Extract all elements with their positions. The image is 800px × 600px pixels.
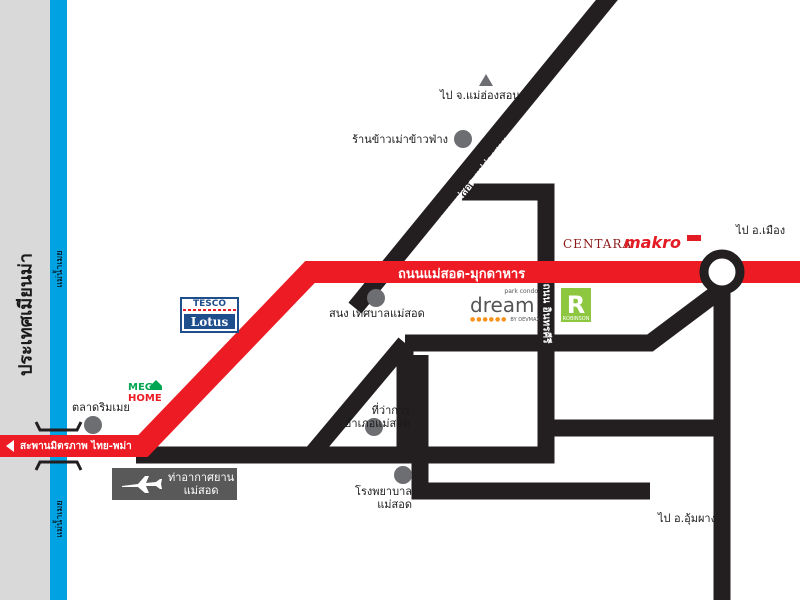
highway-label: ถนนแม่สอด-มุกดาหาร (398, 267, 526, 282)
market-dot (84, 416, 102, 434)
airplane-icon (122, 476, 162, 493)
mega-label: MEGA (128, 382, 161, 393)
dream-by-label: BY DEVMAX (510, 316, 540, 323)
makro-logo: makro (624, 233, 681, 252)
home-label: HOME (128, 393, 162, 404)
border-strip (0, 0, 50, 600)
dream-label: dream (470, 293, 535, 317)
road-loop (420, 183, 555, 464)
river-label-bottom: แม่น้ำเมย (55, 500, 65, 538)
centara-logo: CENTARA (563, 237, 633, 251)
municipality-dot (367, 289, 385, 307)
direction-east: ไป อ.เมือง (736, 224, 786, 237)
market-label: ตลาดริมเมย (72, 401, 130, 414)
west-arrow-icon (6, 440, 14, 452)
highway (0, 261, 800, 457)
tesco-label: TESCO (192, 299, 227, 309)
dream-small-label: park condo (504, 288, 538, 295)
robinson-logo-box (561, 288, 591, 322)
airport-label: ท่าอากาศยาน แม่สอด (168, 471, 235, 498)
dream-dots: ●●●●●● (470, 316, 508, 323)
district-office-dot (365, 418, 383, 436)
road-east-ne (405, 282, 728, 352)
road-maehongson (348, 0, 618, 314)
restaurant-label: ร้านข้าวเม่าข้าวฟ่าง (352, 133, 448, 146)
municipality-label: สนง เทศบาลแม่สอด (329, 307, 425, 320)
makro-badge (687, 235, 701, 241)
bridge-label: สะพานมิตรภาพ ไทย-พม่า (20, 441, 132, 452)
mega-home-logo: MEGA HOME (128, 382, 162, 404)
direction-south: ไป อ.อุ้มผาง (658, 512, 716, 525)
lotus-label: Lotus (190, 315, 229, 329)
house-icon (150, 380, 162, 390)
dream-logo: park condo dream ●●●●●● BY DEVMAX (470, 288, 552, 323)
roads (136, 0, 731, 600)
restaurant-dot (454, 130, 472, 148)
bridge-marks (34, 421, 83, 471)
highway-road (0, 261, 800, 457)
direction-north: ไป จ.แม่ฮ่องสอน (440, 89, 520, 102)
road-diag-center (304, 337, 412, 461)
road-inner (411, 355, 650, 500)
district-office-label: ที่ว่าการ อำเภอแม่สอด (344, 404, 410, 431)
tesco-lotus-logo: TESCO Lotus (181, 299, 238, 331)
hospital-label: โรงพยาบาล แม่สอด (355, 485, 412, 512)
north-arrow-icon (479, 74, 493, 86)
svg-text:R: R (567, 291, 585, 319)
roundabout (699, 249, 745, 295)
airport-box (112, 468, 237, 500)
myanmar-label: ประเทศเมียนม่า (15, 252, 37, 377)
robinson-label: ROBINSON (562, 316, 590, 322)
river-label-top: แม่น้ำเมย (55, 250, 65, 288)
hospital-dot (394, 466, 412, 484)
